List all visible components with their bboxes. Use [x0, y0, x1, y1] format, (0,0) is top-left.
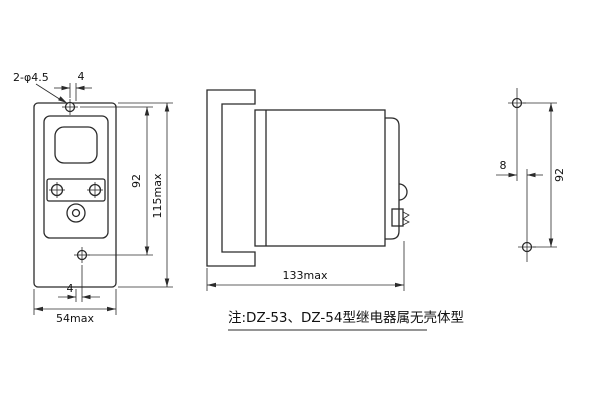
front-view: 2-φ4.5 4 92: [13, 70, 173, 325]
hole-spacing-label: 92: [130, 174, 143, 188]
arrowhead: [164, 103, 170, 112]
relay-body: [254, 109, 386, 247]
rear-cap: [385, 117, 400, 240]
dim-hole-spacing: 92: [80, 106, 153, 256]
arrowhead: [67, 294, 76, 300]
overall-width-label: 54max: [56, 312, 94, 325]
hole-offset-label: 8: [500, 159, 507, 172]
top-offset-label: 4: [78, 70, 85, 83]
rear-terminal: [391, 208, 404, 227]
vertical-spacing-label: 92: [553, 168, 566, 182]
relay-face: [43, 115, 109, 239]
knob-outer: [66, 203, 86, 223]
terminal-plate: [46, 178, 106, 202]
note: 注:DZ-53、DZ-54型继电器属无壳体型: [228, 310, 464, 331]
center-knob: [66, 203, 86, 223]
arrowhead: [548, 238, 554, 247]
arrowhead: [82, 294, 91, 300]
terminal-screw-left: [49, 182, 65, 198]
arrowhead: [508, 172, 517, 178]
bottom-offset-label: 4: [67, 282, 74, 295]
drill-hole-top: [508, 88, 526, 118]
side-view: 133max: [206, 89, 410, 291]
knob-inner: [71, 208, 81, 218]
terminal-screw-right: [87, 182, 103, 198]
dim-bottom-offset: 4: [58, 265, 100, 302]
rear-knob: [398, 183, 408, 201]
hole-diameter-label: 2-φ4.5: [13, 71, 49, 84]
arrowhead: [207, 282, 216, 288]
dim-hole-offset: 8: [496, 118, 543, 232]
dim-top-offset: 4: [54, 70, 92, 101]
mounting-hole-bottom: [74, 247, 90, 263]
dim-hole-vertical-spacing: 92: [523, 102, 566, 248]
arrowhead: [395, 282, 404, 288]
dim-overall-height: 115max: [118, 102, 173, 288]
dim-hole-diameter: 2-φ4.5: [13, 71, 67, 103]
arrowhead: [144, 107, 150, 116]
arrowhead: [58, 96, 67, 103]
leader-line: [35, 83, 62, 101]
mounting-hole-top: [62, 99, 78, 115]
overall-length-label: 133max: [283, 269, 328, 282]
arrowhead: [164, 278, 170, 287]
overall-height-label: 115max: [151, 173, 164, 218]
outer-frame: [33, 102, 117, 288]
note-text: 注:DZ-53、DZ-54型继电器属无壳体型: [228, 310, 464, 326]
arrowhead: [527, 172, 536, 178]
arrowhead: [34, 306, 43, 312]
arrowhead: [144, 246, 150, 255]
label-window: [54, 126, 98, 164]
arrowhead: [107, 306, 116, 312]
arrowhead: [548, 103, 554, 112]
mounting-bracket: [206, 89, 256, 267]
arrowhead: [61, 85, 70, 91]
dim-overall-width: 54max: [33, 289, 117, 325]
terminal-thread: [402, 211, 410, 226]
arrowhead: [76, 85, 85, 91]
drill-view: 8 92: [496, 88, 566, 262]
dim-overall-length: 133max: [206, 241, 405, 291]
